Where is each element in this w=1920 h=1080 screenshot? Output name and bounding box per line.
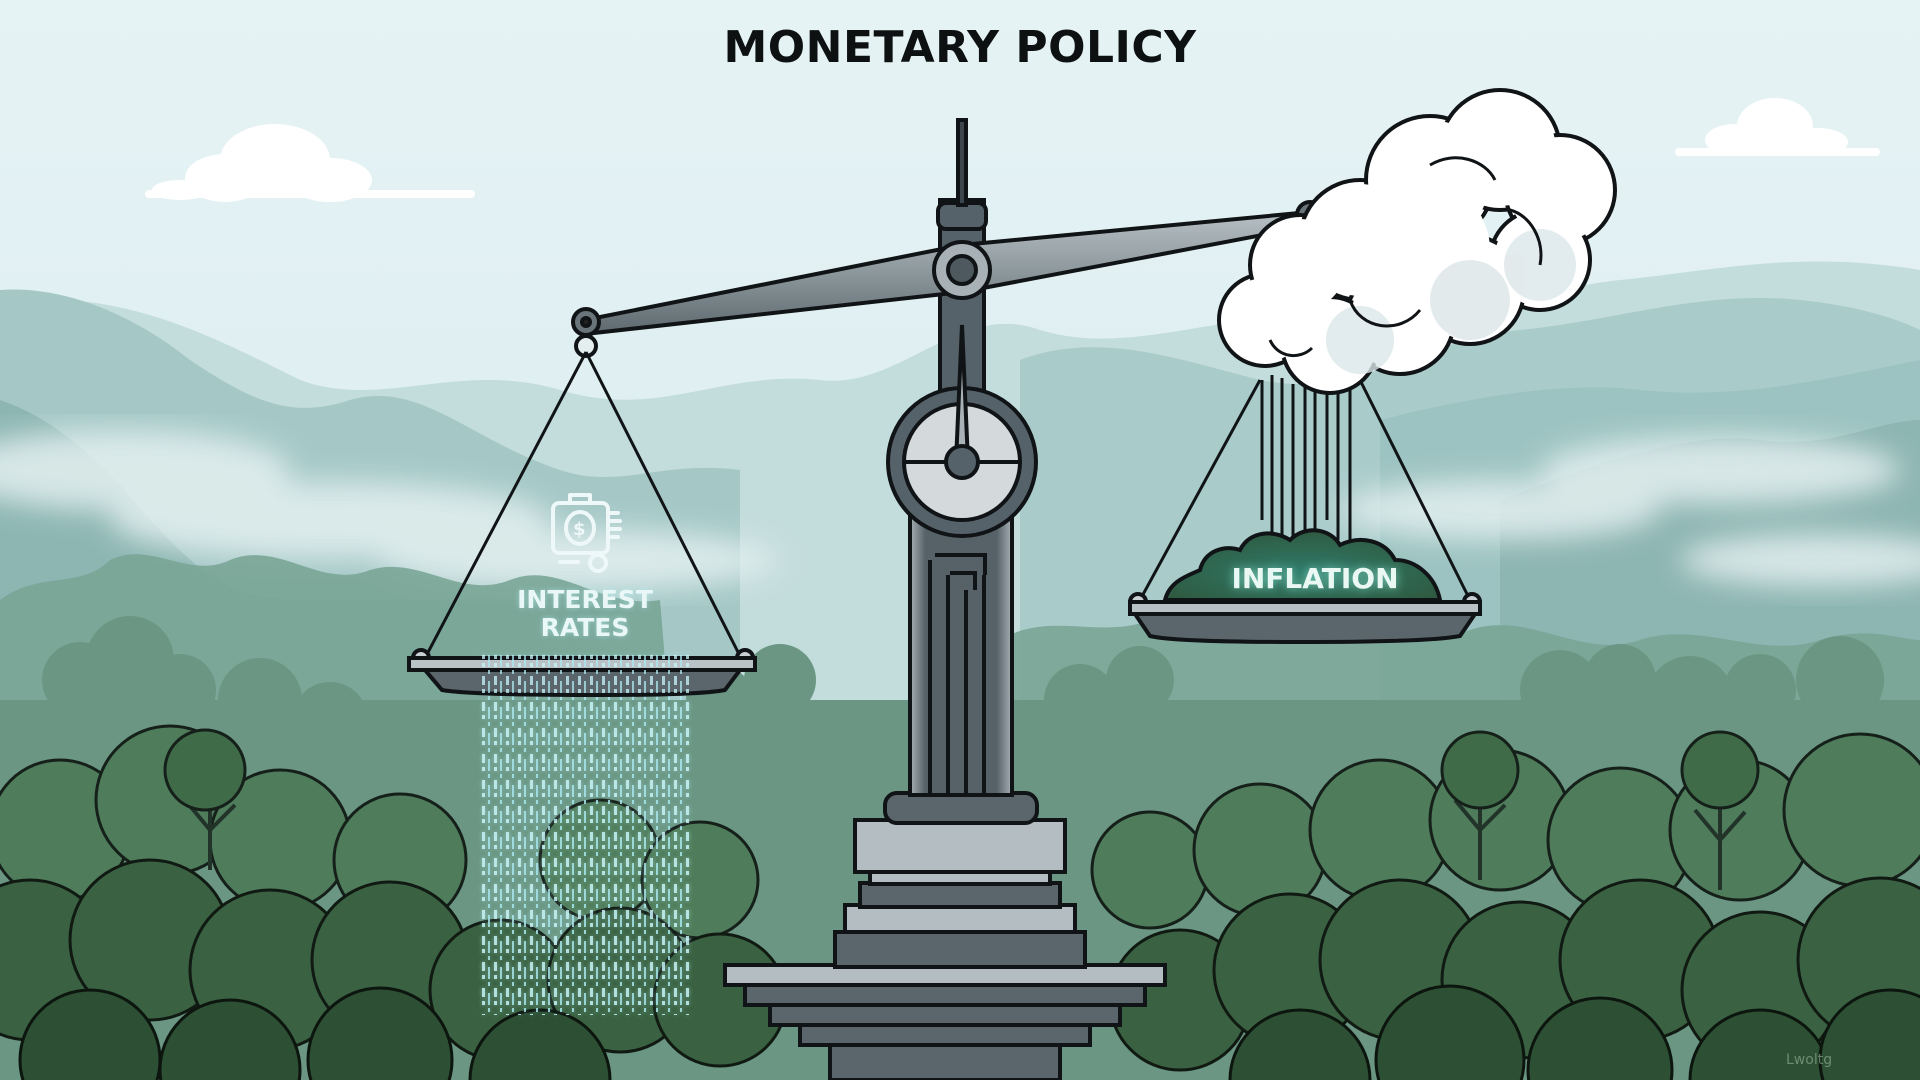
background-cloud-left — [145, 124, 475, 202]
right-scale-pan — [1128, 375, 1482, 645]
svg-text:$: $ — [573, 519, 586, 540]
interest-rates-label-line1: INTEREST — [517, 585, 653, 614]
page-title: MONETARY POLICY — [723, 22, 1197, 73]
scale-pedestal — [723, 791, 1167, 1080]
inflation-label: INFLATION — [1231, 562, 1399, 595]
scale-gauge — [886, 324, 1038, 538]
watermark: Lwoltg — [1786, 1052, 1833, 1068]
background-cloud-right — [1675, 98, 1880, 156]
left-scale-pan — [407, 351, 757, 698]
interest-rates-label-line2: RATES — [540, 613, 630, 642]
data-rain-effect — [480, 655, 690, 1015]
money-briefcase-icon: $ — [551, 493, 622, 573]
interest-rates-label: INTEREST RATES — [470, 586, 700, 642]
